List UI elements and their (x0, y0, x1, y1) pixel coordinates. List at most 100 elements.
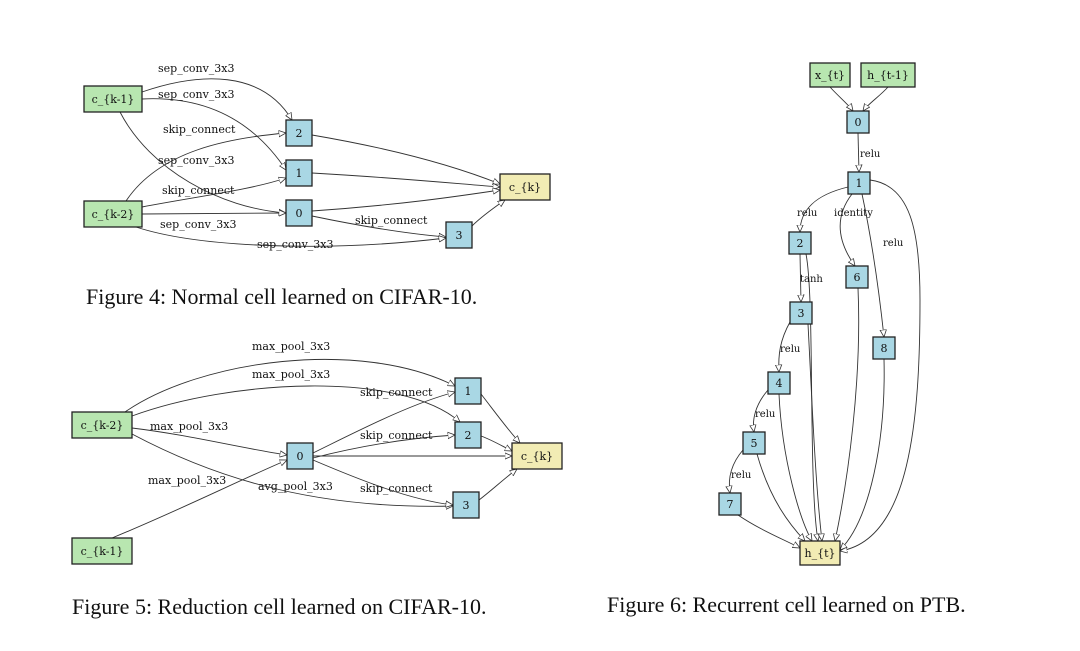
fig6-node-label-n4: 4 (776, 377, 783, 390)
fig4-node-label-ck1: c_{k-1} (92, 93, 135, 106)
fig5-edge-ck2-to-n0 (131, 427, 287, 455)
fig6-edge-label-n3-to-n4: relu (780, 344, 801, 355)
fig4-edge-ck1-to-n1 (141, 98, 286, 170)
fig5-node-ck1: c_{k-1} (71, 537, 133, 565)
fig6-edge-n1-to-n6 (839, 193, 855, 266)
edge-labels-layer: sep_conv_3x3 sep_conv_3x3 skip_connect sep_… (148, 62, 904, 495)
fig6-node-xt: x_{t} (809, 62, 851, 88)
fig4-edge-label-ck2-to-n0: sep_conv_3x3 (160, 218, 236, 231)
fig4-node-box-n1 (285, 159, 313, 187)
fig6-edge-n3-to-n4 (779, 321, 791, 372)
fig5-node-box-ck1 (71, 537, 133, 565)
fig4-edge-ck2-to-n1 (141, 178, 286, 208)
fig4-node-n2: 2 (285, 119, 313, 147)
fig6-node-box-n6 (845, 265, 869, 289)
fig5-node-n3: 3 (452, 491, 480, 519)
fig4-node-n0: 0 (285, 199, 313, 227)
fig5-edge-label-ck2-to-n1: max_pool_3x3 (252, 340, 330, 353)
fig6-edge-n1-to-n8 (861, 193, 884, 337)
figure-5-caption: Figure 5: Reduction cell learned on CIFA… (72, 594, 486, 619)
fig6-edge-label-n1-to-n8: relu (883, 238, 904, 249)
fig4-edge-ck1-to-n0 (119, 111, 286, 213)
fig6-edge-n1-to-ht (840, 179, 921, 551)
fig6-edge-n5-to-n7 (729, 449, 744, 493)
captions-layer: Figure 4: Normal cell learned on CIFAR-1… (72, 284, 966, 619)
fig5-node-label-n3: 3 (463, 499, 470, 512)
fig6-node-label-xt: x_{t} (815, 69, 845, 82)
fig6-edge-label-n1-to-n6: identity (834, 208, 873, 219)
fig5-node-box-n1 (454, 377, 482, 405)
fig5-edge-label-ck2-to-n2: max_pool_3x3 (252, 368, 330, 381)
fig4-edge-ck2-to-n0 (141, 213, 286, 214)
fig5-edge-ck2-to-n1 (124, 359, 455, 413)
fig6-node-box-n3 (789, 301, 813, 325)
fig5-edge-n0-to-n3 (312, 459, 453, 505)
fig6-node-n8: 8 (872, 336, 896, 360)
fig4-edge-label-ck1-to-n2: sep_conv_3x3 (158, 62, 234, 75)
fig6-node-box-n5 (742, 431, 766, 455)
fig4-edge-label-n0-to-n3: skip_connect (355, 214, 428, 227)
fig6-edge-n1-to-n2 (800, 186, 849, 232)
fig4-node-label-n0: 0 (296, 207, 303, 220)
fig4-node-ck1: c_{k-1} (83, 85, 143, 113)
fig6-node-label-n3: 3 (798, 307, 805, 320)
fig5-edge-label-ck2-to-n3: avg_pool_3x3 (258, 480, 333, 493)
fig6-node-label-ht: h_{t} (804, 547, 835, 560)
fig6-node-box-n4 (767, 371, 791, 395)
fig6-edge-xt-to-n0 (829, 86, 853, 111)
fig5-edge-label-n0-to-n1: skip_connect (360, 386, 433, 399)
fig5-edge-ck1-to-n0 (111, 460, 287, 539)
fig5-edge-n2-to-ck (480, 435, 512, 451)
fig6-node-box-n7 (718, 492, 742, 516)
fig4-edge-label-ck1-to-n0: sep_conv_3x3 (158, 154, 234, 167)
fig5-edge-n0-to-n2 (312, 435, 455, 459)
fig6-edge-label-n1-to-n2: relu (797, 208, 818, 219)
fig6-edge-n5-to-ht (756, 453, 805, 541)
fig5-edge-n0-to-n1 (312, 392, 455, 454)
fig4-edge-label-ck1-to-n1: sep_conv_3x3 (158, 88, 234, 101)
fig4-node-label-ck: c_{k} (509, 181, 541, 194)
fig6-node-label-n7: 7 (727, 498, 734, 511)
fig6-node-n7: 7 (718, 492, 742, 516)
fig6-node-ht: h_{t} (799, 540, 841, 566)
fig4-node-box-n0 (285, 199, 313, 227)
fig5-node-box-ck2 (71, 411, 133, 439)
fig5-node-n0: 0 (286, 442, 314, 470)
fig6-node-label-n5: 5 (751, 437, 758, 450)
fig6-edge-n8-to-ht (840, 358, 885, 550)
fig6-edge-label-n5-to-n7: relu (731, 470, 752, 481)
fig5-node-n2: 2 (454, 421, 482, 449)
fig5-node-box-n0 (286, 442, 314, 470)
fig5-edge-n3-to-ck (478, 469, 517, 501)
fig5-node-n1: 1 (454, 377, 482, 405)
fig4-node-label-n2: 2 (296, 127, 303, 140)
fig6-node-box-ht (799, 540, 841, 566)
fig4-node-n3: 3 (445, 221, 473, 249)
fig5-node-label-n2: 2 (465, 429, 472, 442)
fig4-edge-n0-to-n3 (311, 215, 446, 237)
fig4-edge-n2-to-ck (311, 134, 500, 184)
fig6-edge-label-n0-to-n1: relu (860, 149, 881, 160)
fig5-node-label-ck: c_{k} (521, 450, 553, 463)
fig4-edge-ck1-to-n2 (141, 78, 292, 120)
fig4-node-n1: 1 (285, 159, 313, 187)
fig5-edge-ck2-to-n3 (131, 433, 453, 506)
fig6-node-box-n8 (872, 336, 896, 360)
fig5-node-label-n1: 1 (465, 385, 472, 398)
fig6-node-n5: 5 (742, 431, 766, 455)
fig5-edge-n1-to-ck (480, 393, 520, 443)
fig4-node-box-ck (499, 173, 551, 201)
fig5-edge-label-n0-to-n2: skip_connect (360, 429, 433, 442)
nodes-layer: c_{k-1}c_{k-2}2103c_{k}c_{k-2}c_{k-1}012… (71, 62, 916, 566)
fig4-edge-n3-to-ck (471, 200, 505, 227)
fig6-node-label-n0: 0 (855, 116, 862, 129)
fig6-node-box-xt (809, 62, 851, 88)
fig6-node-box-n1 (847, 171, 871, 195)
fig4-node-label-n3: 3 (456, 229, 463, 242)
fig5-edge-label-ck1-to-n0: max_pool_3x3 (148, 474, 226, 487)
fig4-node-label-n1: 1 (296, 167, 303, 180)
fig4-node-label-ck2: c_{k-2} (92, 208, 135, 221)
fig6-node-label-n1: 1 (856, 177, 863, 190)
fig6-edge-label-n4-to-n5: relu (755, 409, 776, 420)
fig5-edge-label-n0-to-n3: skip_connect (360, 482, 433, 495)
